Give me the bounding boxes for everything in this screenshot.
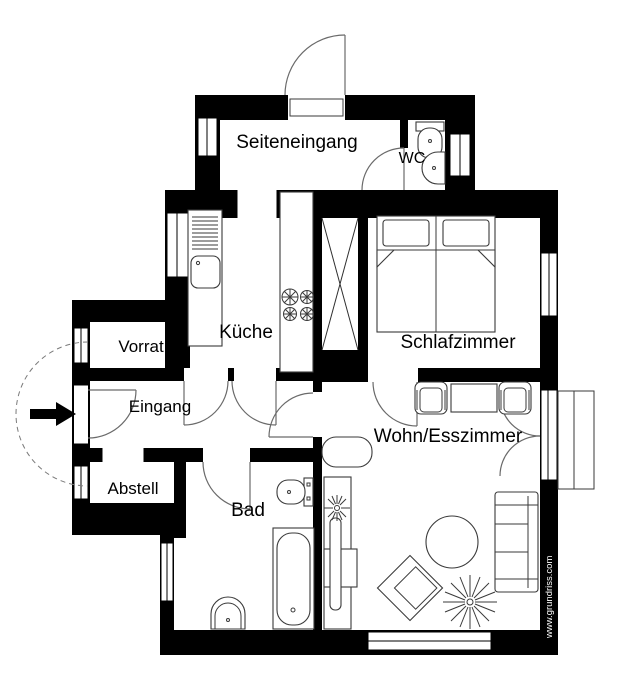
dining-chair (498, 381, 532, 415)
window (197, 117, 218, 157)
dining-chair (414, 381, 448, 415)
room-label-wc: WC (399, 150, 426, 167)
balcony (557, 390, 595, 490)
bathtub (272, 527, 315, 630)
balcony-door-glass (540, 389, 558, 481)
room-label-eingang: Eingang (129, 397, 191, 416)
bad-toilet (276, 477, 314, 507)
door-kueche-right (231, 380, 277, 426)
windows (73, 117, 558, 651)
window (540, 252, 558, 317)
window (73, 327, 89, 364)
armchair (376, 554, 444, 622)
window (367, 631, 492, 651)
door-wohnzimmer (268, 392, 314, 438)
window (160, 542, 174, 602)
plant-small (324, 495, 350, 521)
window (449, 133, 471, 177)
room-label-bad: Bad (231, 500, 265, 521)
pillow (442, 219, 490, 247)
console-table (321, 436, 373, 468)
room-label-schlafzimmer: Schlafzimmer (400, 332, 516, 353)
entrance-arrow-icon (30, 402, 76, 426)
room-label-wohn-esszimmer: Wohn/Esszimmer (374, 426, 523, 447)
entrance-mark (15, 341, 89, 487)
dining-set (414, 381, 532, 415)
door-side-entrance (284, 34, 346, 96)
dining-table (450, 383, 498, 413)
door-kueche-left (183, 380, 229, 426)
sofa (494, 491, 539, 593)
door-schlafzimmer (372, 381, 418, 427)
walls (72, 95, 558, 655)
kitchen-stove (279, 191, 314, 373)
window (73, 465, 89, 500)
door-wc (361, 147, 405, 191)
duct-shaft (321, 217, 359, 351)
wc-toilet (415, 121, 445, 159)
room-label-kueche: Küche (219, 322, 273, 343)
double-bed (376, 215, 496, 333)
kitchen-counter-sink (187, 209, 223, 347)
door-main-entrance (87, 389, 137, 439)
room-label-abstell: Abstell (107, 479, 158, 498)
plant-large (443, 575, 497, 629)
pillow (382, 219, 430, 247)
window (166, 212, 189, 278)
bad-sink (210, 596, 246, 630)
door-swings (87, 34, 541, 510)
room-label-vorrat: Vorrat (118, 337, 164, 356)
watermark: www.grundriss.com (544, 556, 555, 639)
room-label-seiteneingang: Seiteneingang (236, 132, 358, 153)
door-bad (202, 461, 251, 510)
wc-sink (421, 151, 446, 185)
round-table (425, 515, 479, 569)
kitchen-sink (190, 255, 221, 289)
entrance-dashed-arc (15, 341, 89, 487)
